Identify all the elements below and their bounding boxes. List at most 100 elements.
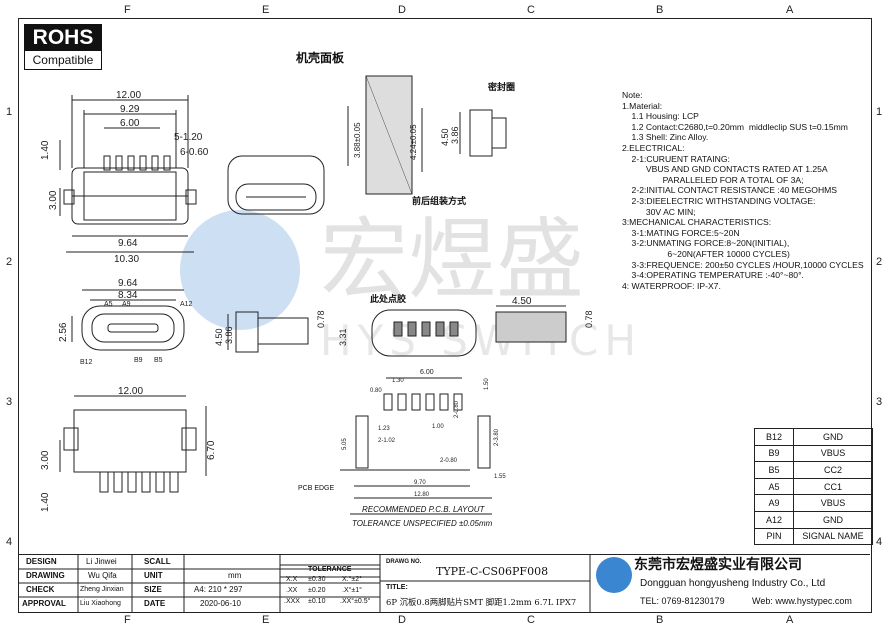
glue-pins [393, 321, 459, 337]
pin-label-a12: A12 [180, 301, 193, 308]
dim-388: 3.88±0.05 [353, 122, 362, 158]
label-recommended: RECOMMENDED P.C.B. LAYOUT [362, 505, 486, 514]
tb-web: Web: www.hystypec.com [752, 596, 852, 606]
label-pcb-edge: PCB EDGE [298, 485, 335, 492]
dim-450b: 4.50 [214, 328, 224, 346]
title-block: DESIGN Li Jinwei SCALL DRAWING Wu Qifa U… [18, 554, 870, 612]
bottom-view-shell [73, 409, 187, 473]
dim-256: 2.56 [58, 322, 69, 342]
seal-view [469, 109, 493, 157]
dim-964b: 9.64 [118, 278, 138, 289]
dim-102: 2-1.02 [378, 438, 396, 444]
tb-tol-1-1: ±0.20 [308, 587, 326, 594]
zone-right-3: 3 [876, 396, 883, 408]
tb-tol-0-2: X.°±2° [342, 576, 362, 583]
tb-drawg-no-v: TYPE-C-CS06PF008 [436, 565, 549, 578]
iso-view-body [227, 155, 325, 215]
tb-date-v: 2020-06-10 [200, 599, 241, 608]
pin-label-b5: B5 [154, 357, 163, 364]
tb-drawing-v: Wu Qifa [88, 571, 117, 580]
tb-company-cn: 东莞市宏煜盛实业有限公司 [634, 557, 802, 573]
tb-tol-2-2: .XX°±0.5° [340, 598, 371, 605]
drawing-frame [18, 18, 872, 613]
dim-386b: 3.86 [224, 326, 234, 344]
side-view [235, 311, 259, 353]
zone-bottom-d: D [398, 614, 406, 626]
label-tolerance-note: TOLERANCE UNSPECIFIED ±0.05mm [352, 519, 493, 528]
tb-check: CHECK [26, 585, 55, 594]
label-assembly: 前后组装方式 [412, 195, 466, 207]
dim-140b: 1.40 [40, 492, 51, 512]
dim-600: 6.00 [120, 118, 140, 129]
tb-scale: SCALL [144, 557, 171, 566]
top-view-pins [103, 155, 171, 171]
tb-tel: TEL: 0769-81230179 [640, 596, 725, 606]
dim-155: 1.55 [494, 474, 506, 480]
tb-tol-1-2: .X°±1° [342, 587, 362, 594]
pin-label-b9: B9 [134, 357, 143, 364]
dim-929: 9.29 [120, 104, 140, 115]
dim-424: 4.24±0.05 [409, 124, 418, 160]
dim-834: 8.34 [118, 290, 138, 301]
zone-right-2: 2 [876, 256, 883, 268]
title-block-grid [18, 555, 591, 612]
tb-size-v: A4: 210 * 297 [194, 585, 243, 594]
dim-140: 1.40 [40, 140, 51, 160]
zone-left-2: 2 [6, 256, 13, 268]
dim-120: 5-1.20 [174, 132, 203, 143]
tb-title: TITLE: [386, 584, 408, 591]
pin-label-a9: A9 [122, 301, 131, 308]
zone-top-a: A [786, 4, 794, 16]
zone-bottom-e: E [262, 614, 270, 626]
tb-tolerance: TOLERANCE [308, 566, 352, 573]
rohs-sub: Compatible [32, 53, 94, 67]
zone-top-c: C [527, 4, 535, 16]
rohs-title: ROHS [25, 25, 101, 51]
zone-bottom-b: B [656, 614, 664, 626]
tb-unit-v: mm [228, 571, 242, 580]
tb-date: DATE [144, 599, 166, 608]
tb-check-v: Zheng Jinxian [80, 586, 124, 593]
tb-size: SIZE [144, 585, 162, 594]
tb-design-v: Li Jinwei [86, 557, 117, 566]
label-panel: 机壳面板 [296, 50, 345, 65]
dim-123: 1.23 [378, 426, 390, 432]
dim-300: 3.00 [48, 190, 59, 210]
tb-tol-2-0: .XXX [284, 598, 300, 605]
label-glue: 此处点胶 [370, 293, 406, 305]
dim-386: 3.86 [450, 126, 460, 144]
dim-130: 1.30 [392, 378, 404, 384]
dim-450: 4.50 [440, 128, 450, 146]
tb-title-v: 6P 沉板0.8两脚贴片SMT 脚距1.2mm 6.7L IPX7 [386, 597, 577, 607]
dim-080c: 2-0.80 [440, 458, 458, 464]
zone-bottom-f: F [124, 614, 131, 626]
tb-approval-v: Liu Xiaohong [80, 600, 121, 607]
dim-670: 6.70 [206, 440, 217, 460]
front-view-shell [81, 305, 185, 351]
dim-505: 5.05 [342, 438, 348, 450]
dim-970: 9.70 [414, 480, 426, 486]
tb-drawg-no: DRAWG NO. [386, 559, 422, 565]
tb-drawing: DRAWING [26, 571, 65, 580]
zone-left-4: 4 [6, 536, 13, 548]
zone-top-f: F [124, 4, 131, 16]
zone-bottom-a: A [786, 614, 794, 626]
zone-top-e: E [262, 4, 270, 16]
pin-label-a5: A5 [104, 301, 113, 308]
zone-left-1: 1 [6, 106, 13, 118]
tb-tol-1-0: .XX [286, 587, 298, 594]
dim-1280: 12.80 [414, 492, 430, 498]
dim-150: 1.50 [484, 378, 490, 390]
dim-100: 1.00 [432, 424, 444, 430]
section-view [495, 311, 567, 343]
tb-tol-2-1: ±0.10 [308, 598, 326, 605]
tb-tol-0-0: X.X [286, 576, 298, 583]
dim-331: 3.31 [338, 328, 348, 346]
dim-964: 9.64 [118, 238, 138, 249]
dim-1030: 10.30 [114, 254, 139, 265]
dim-600b: 6.00 [420, 369, 434, 376]
